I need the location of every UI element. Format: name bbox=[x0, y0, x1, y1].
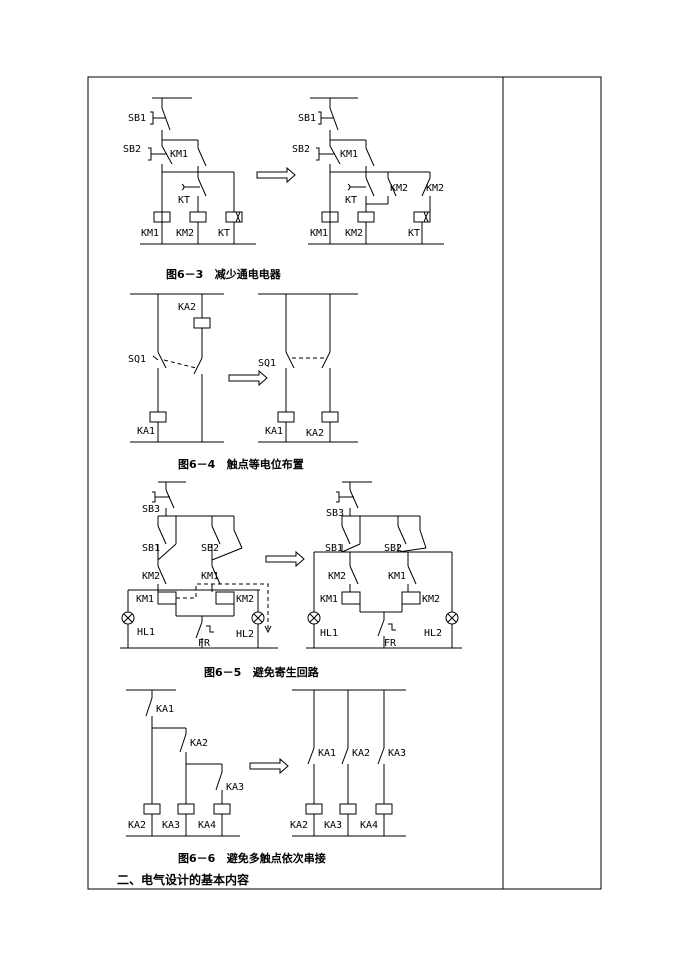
label-km2-contact-nc: KM2 bbox=[426, 183, 444, 194]
label-kt-contact: KT bbox=[178, 195, 190, 206]
figure-6-6-left-circuit: KA1 KA2 KA3 KA2 KA3 KA4 bbox=[126, 689, 244, 837]
label-sq1: SQ1 bbox=[128, 354, 146, 365]
label-ka1: KA1 bbox=[265, 426, 283, 437]
arrow-icon bbox=[265, 550, 305, 568]
figure-6-6-right-circuit: KA1 KA2 KA3 KA2 KA3 KA4 bbox=[290, 689, 406, 837]
label-sb2: SB2 bbox=[384, 543, 402, 554]
label-sb1: SB1 bbox=[298, 113, 316, 124]
label-km1-contact: KM1 bbox=[170, 149, 188, 160]
label-ka4-coil: KA4 bbox=[198, 820, 216, 831]
label-km1-contact: KM1 bbox=[340, 149, 358, 160]
label-ka1: KA1 bbox=[137, 426, 155, 437]
table-frame bbox=[87, 76, 602, 890]
label-km2-contact: KM2 bbox=[328, 571, 346, 582]
label-kt-contact: KT bbox=[345, 195, 357, 206]
label-hl1: HL1 bbox=[137, 627, 155, 638]
figure-6-3-left-circuit: SB1 SB2 KM1 KT KM1 KM2 KT bbox=[123, 97, 256, 245]
label-sb3: SB3 bbox=[142, 504, 160, 515]
label-km1-contact: KM1 bbox=[201, 571, 219, 582]
label-km2-coil: KM2 bbox=[236, 594, 254, 605]
label-sb3: SB3 bbox=[326, 508, 344, 519]
label-sb1: SB1 bbox=[325, 543, 343, 554]
figure-6-3-caption: 图6－3 减少通电电器 bbox=[166, 268, 281, 281]
label-km2-contact: KM2 bbox=[390, 183, 408, 194]
figure-6-5-caption: 图6－5 避免寄生回路 bbox=[204, 666, 319, 679]
label-sb2: SB2 bbox=[123, 144, 141, 155]
figure-6-6-caption: 图6－6 避免多触点依次串接 bbox=[178, 852, 326, 865]
figure-6-5-right-circuit: SB3 SB1 SB2 KM2 KM1 KM1 KM2 HL1 HL2 FR bbox=[306, 481, 462, 649]
label-km1-coil: KM1 bbox=[310, 228, 328, 239]
label-ka3-coil: KA3 bbox=[324, 820, 342, 831]
label-kt-coil: KT bbox=[218, 228, 230, 239]
label-km1-coil: KM1 bbox=[141, 228, 159, 239]
label-ka2: KA2 bbox=[178, 302, 196, 313]
figure-6-5-left-circuit: SB3 SB1 SB2 KM2 KM1 KM1 KM2 HL1 HL2 FR bbox=[120, 481, 278, 649]
label-ka1: KA1 bbox=[318, 748, 336, 759]
label-hl1: HL1 bbox=[320, 628, 338, 639]
label-km2-coil: KM2 bbox=[345, 228, 363, 239]
label-ka3: KA3 bbox=[388, 748, 406, 759]
label-ka3: KA3 bbox=[226, 782, 244, 793]
label-sb1: SB1 bbox=[128, 113, 146, 124]
label-ka3-coil: KA3 bbox=[162, 820, 180, 831]
label-sb2: SB2 bbox=[201, 543, 219, 554]
label-ka4-coil: KA4 bbox=[360, 820, 378, 831]
label-km1-coil: KM1 bbox=[136, 594, 154, 605]
label-ka2: KA2 bbox=[352, 748, 370, 759]
figure-6-4-right-circuit: SQ1 KA1 KA2 bbox=[258, 293, 358, 443]
label-fr: FR bbox=[384, 638, 397, 649]
label-sb2: SB2 bbox=[292, 144, 310, 155]
label-kt-coil: KT bbox=[408, 228, 420, 239]
label-ka2: KA2 bbox=[190, 738, 208, 749]
arrow-icon bbox=[256, 166, 296, 184]
arrow-icon bbox=[228, 369, 268, 387]
label-sb1: SB1 bbox=[142, 543, 160, 554]
label-hl2: HL2 bbox=[424, 628, 442, 639]
label-km1-contact: KM1 bbox=[388, 571, 406, 582]
arrow-icon bbox=[249, 757, 289, 775]
label-km2-coil: KM2 bbox=[176, 228, 194, 239]
label-km2-contact: KM2 bbox=[142, 571, 160, 582]
label-km1-coil: KM1 bbox=[320, 594, 338, 605]
label-ka2: KA2 bbox=[306, 428, 324, 439]
label-ka1: KA1 bbox=[156, 704, 174, 715]
section-heading: 二、电气设计的基本内容 bbox=[117, 873, 250, 887]
label-sq1: SQ1 bbox=[258, 358, 276, 369]
label-ka2-coil: KA2 bbox=[290, 820, 308, 831]
figure-6-4-left-circuit: KA2 SQ1 KA1 bbox=[128, 293, 224, 443]
label-km2-coil: KM2 bbox=[422, 594, 440, 605]
label-fr: FR bbox=[198, 638, 211, 649]
figure-6-4-caption: 图6－4 触点等电位布置 bbox=[178, 458, 304, 471]
label-ka2-coil: KA2 bbox=[128, 820, 146, 831]
label-hl2: HL2 bbox=[236, 629, 254, 640]
figure-6-3-right-circuit: SB1 SB2 KM1 KT KM2 KM2 KM1 KM2 KT bbox=[292, 97, 444, 245]
